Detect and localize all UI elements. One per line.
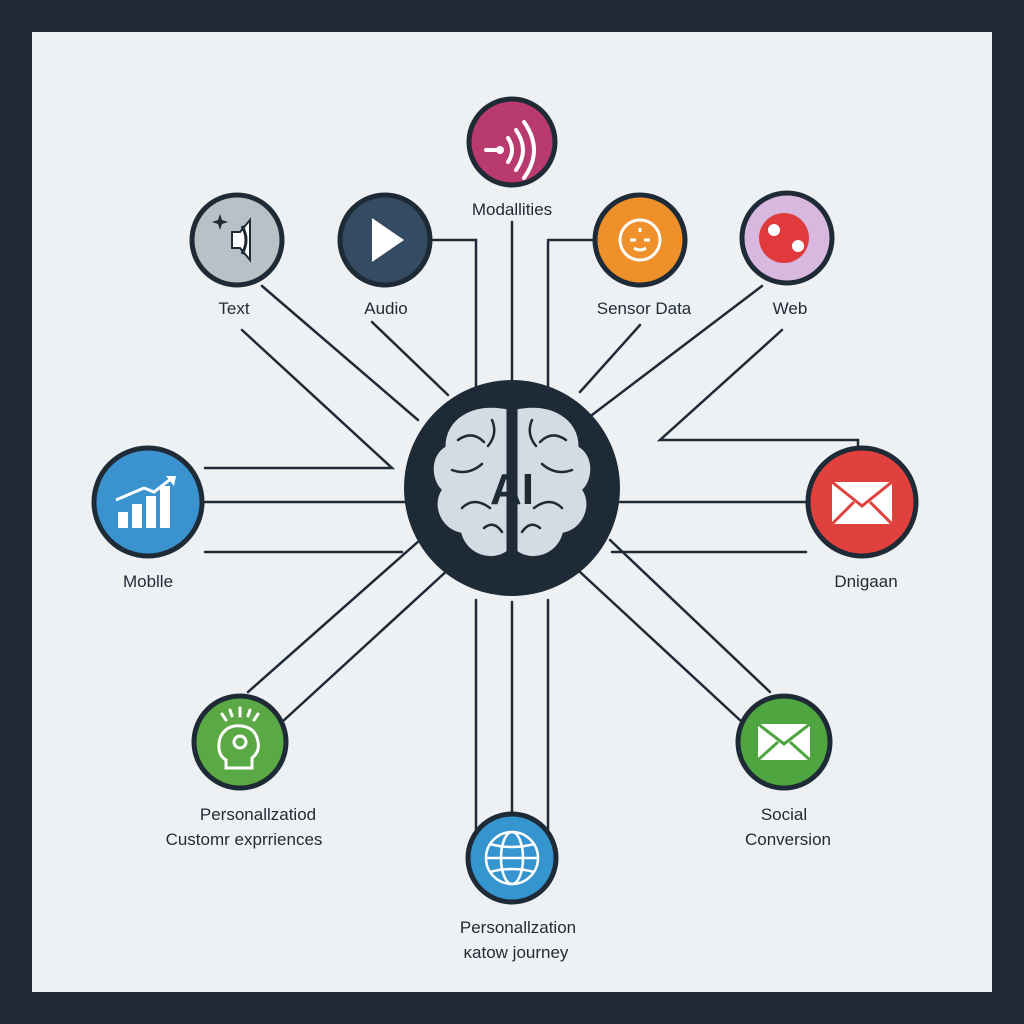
web-bubble-icon bbox=[759, 213, 809, 263]
brain-icon bbox=[430, 404, 594, 560]
connector-text-2 bbox=[203, 328, 396, 470]
hub-label: AI bbox=[490, 465, 534, 514]
idea-head-icon bbox=[217, 706, 260, 770]
bar-chart-icon bbox=[115, 476, 176, 528]
social-label-line2: Conversion bbox=[745, 830, 831, 849]
node-social-conversion: Social Conversion bbox=[735, 693, 833, 849]
connector-audio-2 bbox=[370, 320, 450, 397]
connector-audio bbox=[430, 238, 478, 394]
connector-sensor-2 bbox=[578, 323, 642, 394]
email-label: Dnigaan bbox=[834, 572, 897, 591]
audio-label: Audio bbox=[364, 299, 407, 318]
connector-web bbox=[586, 284, 764, 420]
node-email: Dnigaan bbox=[805, 445, 919, 591]
globe-icon bbox=[484, 830, 540, 886]
ai-hub: AI bbox=[404, 380, 620, 596]
node-sensor-data: Sensor Data bbox=[592, 192, 692, 318]
envelope-icon bbox=[756, 722, 812, 762]
envelope-icon bbox=[830, 480, 894, 526]
text-label: Text bbox=[218, 299, 249, 318]
node-audio: Audio bbox=[337, 192, 433, 318]
sensor-data-circle bbox=[592, 192, 688, 288]
node-web: Web bbox=[739, 190, 835, 318]
connector-text bbox=[260, 284, 420, 422]
web-label: Web bbox=[773, 299, 808, 318]
personalized-label-line1: Personallzatiod bbox=[200, 805, 316, 824]
node-text: Text bbox=[189, 192, 285, 318]
sensor-data-label: Sensor Data bbox=[597, 299, 692, 318]
connector-social bbox=[578, 570, 744, 724]
signal-waves-icon bbox=[484, 120, 536, 180]
connector-social-2 bbox=[608, 538, 772, 694]
connector-lines bbox=[203, 220, 860, 854]
speaker-icon bbox=[212, 214, 251, 263]
personalized-label-line2: Customr exprriences bbox=[166, 830, 323, 849]
connector-personalized bbox=[280, 566, 452, 724]
personalized-circle bbox=[191, 693, 289, 791]
mobile-label: Moblle bbox=[123, 572, 173, 591]
node-mobile: Moblle bbox=[91, 445, 205, 591]
connector-web-2 bbox=[656, 328, 860, 462]
node-personalized-experiences: Personallzatiod Customr exprriences bbox=[166, 693, 323, 849]
sensor-gauge-icon bbox=[618, 218, 662, 262]
node-personalization-journey: Personallzation ĸatow journey bbox=[460, 811, 576, 962]
modalities-label: Modallities bbox=[472, 200, 552, 219]
journey-label-line1: Personallzation bbox=[460, 918, 576, 937]
social-label-line1: Social bbox=[761, 805, 807, 824]
play-icon bbox=[372, 218, 404, 262]
connector-personalized-2 bbox=[246, 538, 422, 694]
journey-label-line2: ĸatow journey bbox=[464, 943, 569, 962]
node-modalities: Modallities bbox=[466, 96, 558, 219]
